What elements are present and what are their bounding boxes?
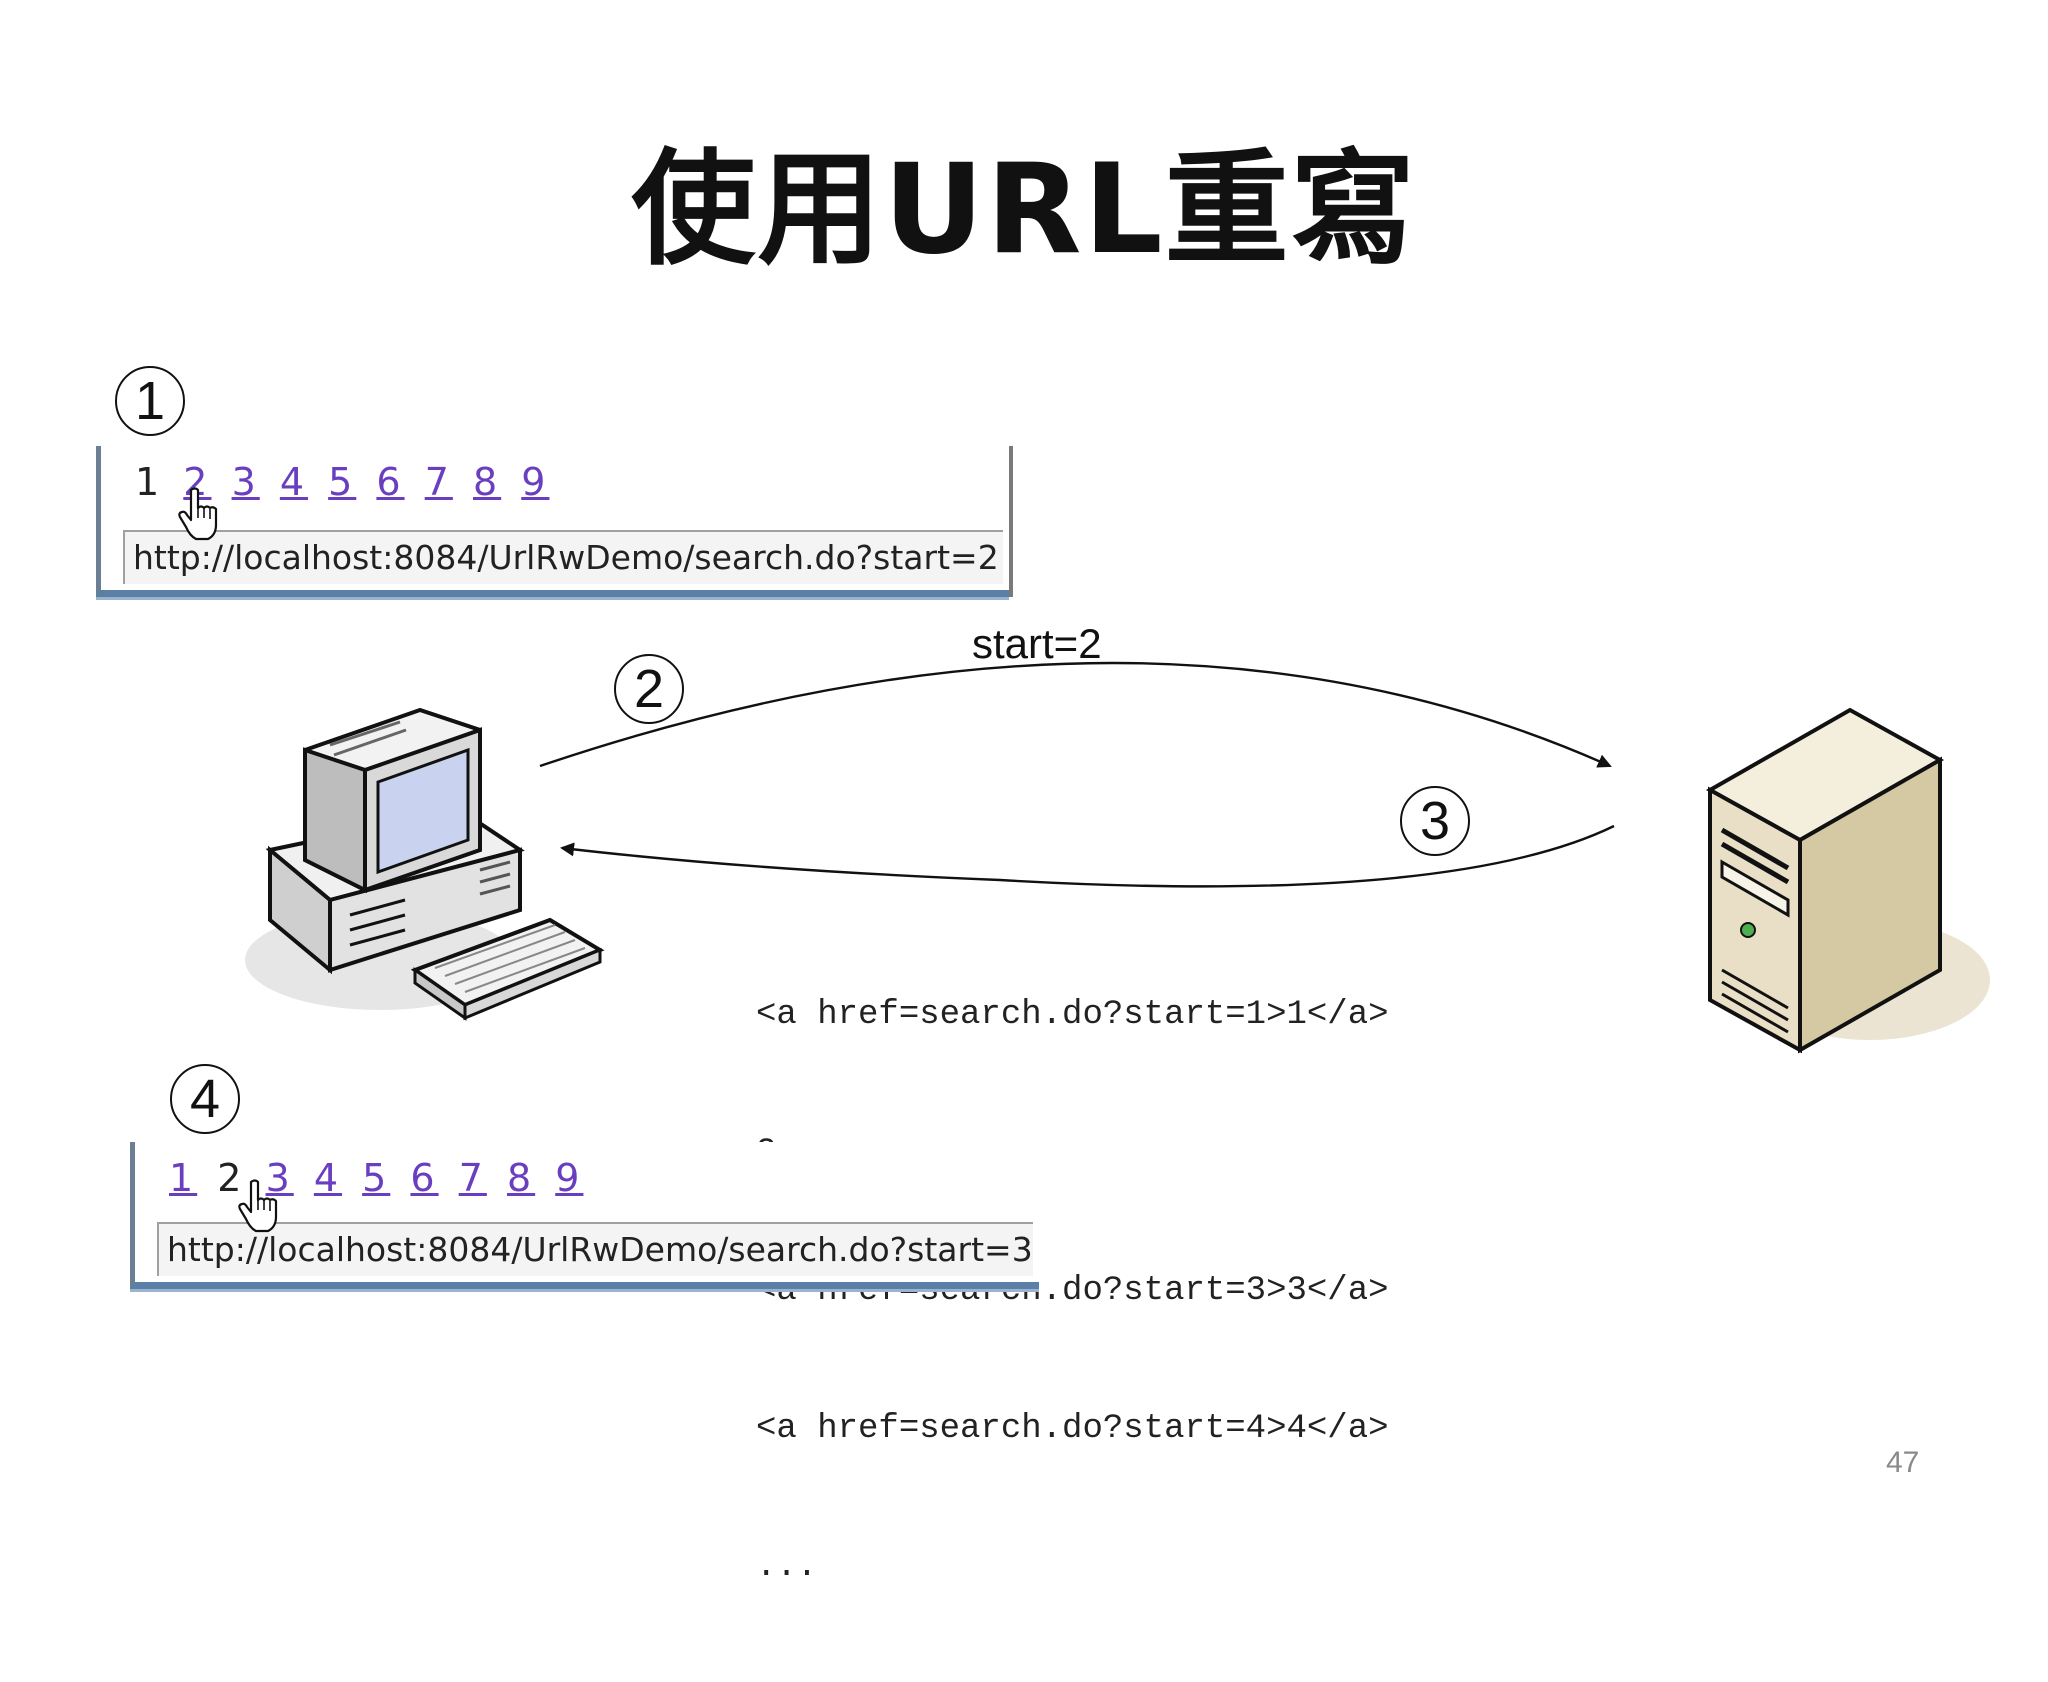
page-link-1[interactable]: 1 <box>169 1156 198 1200</box>
pagination-links: 1 2 3 4 5 6 7 8 9 <box>135 460 553 504</box>
slide-title: 使用URL重寫 <box>631 138 1417 282</box>
server-tower-icon <box>1705 707 1990 1054</box>
slide: 使用URL重寫 1 1 2 3 4 5 6 7 8 9 http://local… <box>96 138 1990 1586</box>
request-param-label: start=2 <box>972 620 1102 667</box>
page-link-3[interactable]: 3 <box>231 460 260 504</box>
page-link-8[interactable]: 8 <box>506 1156 536 1200</box>
step-2-marker: 2 <box>614 654 684 724</box>
page-link-4[interactable]: 4 <box>279 460 309 504</box>
desktop-computer-icon <box>245 707 605 1021</box>
request-response-arrows <box>539 661 1615 888</box>
response-html: <a href=search.do?start=1>1</a> 2 <a hre… <box>756 900 1389 1682</box>
page-link-5[interactable]: 5 <box>362 1156 391 1200</box>
step-4-marker: 4 <box>170 1064 240 1134</box>
response-arrow <box>560 824 1615 888</box>
page-link-3[interactable]: 3 <box>265 1156 294 1200</box>
response-line-1: <a href=search.do?start=1>1</a> <box>756 996 1389 1034</box>
page-link-9[interactable]: 9 <box>555 1156 584 1200</box>
request-arrow <box>539 661 1612 768</box>
current-page: 2 <box>217 1156 246 1200</box>
browser-edge <box>1009 446 1013 597</box>
page-link-4[interactable]: 4 <box>313 1156 343 1200</box>
page-link-5[interactable]: 5 <box>328 460 357 504</box>
page-link-7[interactable]: 7 <box>458 1156 487 1200</box>
response-line-5: ... <box>756 1548 818 1586</box>
hand-pointer-icon <box>238 1179 278 1233</box>
hand-pointer-icon <box>178 487 218 541</box>
status-bar-url: http://localhost:8084/UrlRwDemo/search.d… <box>157 1222 1033 1276</box>
page-link-7[interactable]: 7 <box>424 460 453 504</box>
page-link-6[interactable]: 6 <box>410 1156 439 1200</box>
step-3-marker: 3 <box>1400 786 1470 856</box>
step-1-marker: 1 <box>115 366 185 436</box>
browser-before: 1 2 3 4 5 6 7 8 9 http://localhost:8084/… <box>96 446 1013 597</box>
browser-after: 1 2 3 4 5 6 7 8 9 http://localhost:8084/… <box>130 1142 1039 1289</box>
page-number: 47 <box>1886 1446 1920 1479</box>
page-link-8[interactable]: 8 <box>472 460 502 504</box>
page-link-6[interactable]: 6 <box>376 460 405 504</box>
current-page: 1 <box>135 460 164 504</box>
status-bar-url: http://localhost:8084/UrlRwDemo/search.d… <box>123 530 1003 584</box>
pagination-links: 1 2 3 4 5 6 7 8 9 <box>169 1156 587 1200</box>
response-line-4: <a href=search.do?start=4>4</a> <box>756 1410 1389 1448</box>
page-link-9[interactable]: 9 <box>521 460 550 504</box>
